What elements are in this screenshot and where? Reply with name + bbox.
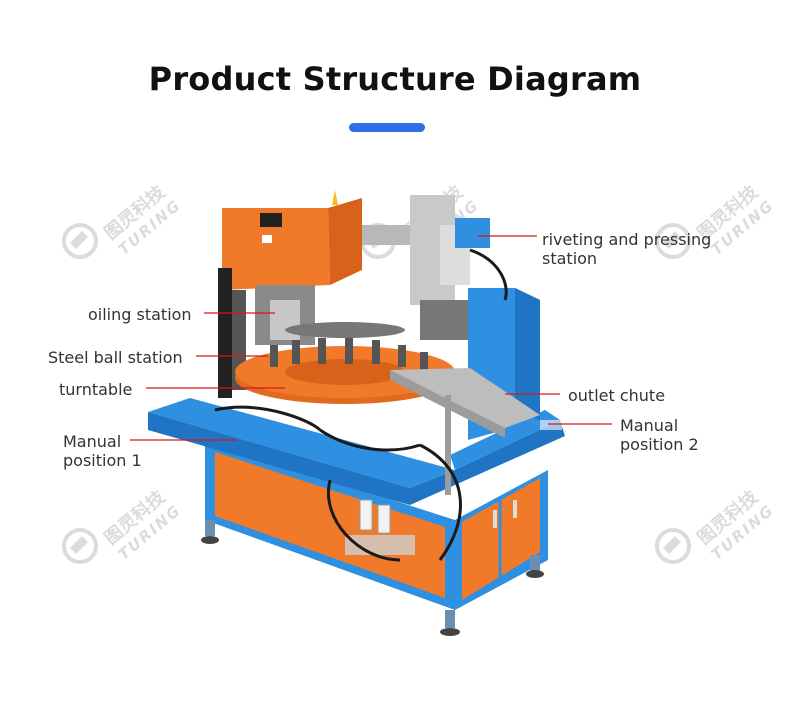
watermark-bottom-right: 图灵科技 TURING — [655, 487, 785, 590]
label-manual-2-line-2: position 2 — [620, 435, 699, 454]
label-outlet-chute: outlet chute — [568, 386, 666, 405]
watermark-top-right: 图灵科技 TURING — [655, 182, 785, 285]
watermark-top-left: 图灵科技 TURING — [62, 182, 192, 285]
watermark-logo-icon — [655, 528, 691, 564]
label-manual-2: Manual position 2 — [620, 416, 699, 454]
machine-feet — [201, 520, 544, 636]
label-manual-1: Manual position 1 — [63, 432, 142, 470]
watermark-bottom-left: 图灵科技 TURING — [62, 487, 192, 590]
page-title: Product Structure Diagram — [148, 60, 642, 98]
label-steel-ball: Steel ball station — [48, 348, 183, 367]
label-manual-1-line-2: position 1 — [63, 451, 142, 470]
watermark-logo-icon — [655, 223, 691, 259]
label-riveting: riveting and pressing station — [542, 230, 711, 268]
leader-lines — [130, 235, 612, 441]
outlet-chute-part — [390, 368, 540, 495]
press-head-left — [222, 190, 362, 290]
label-turntable: turntable — [59, 380, 133, 399]
label-oiling: oiling station — [88, 305, 192, 324]
label-manual-1-line-1: Manual — [63, 432, 122, 451]
base-cabinet — [205, 440, 548, 610]
title-accent-bar — [349, 123, 425, 132]
cables — [214, 248, 508, 562]
label-riveting-line-1: riveting and pressing — [542, 230, 712, 249]
label-riveting-line-2: station — [542, 249, 598, 268]
watermark-logo-icon — [62, 528, 98, 564]
label-manual-2-line-1: Manual — [620, 416, 679, 435]
watermark-logo-icon — [62, 223, 98, 259]
